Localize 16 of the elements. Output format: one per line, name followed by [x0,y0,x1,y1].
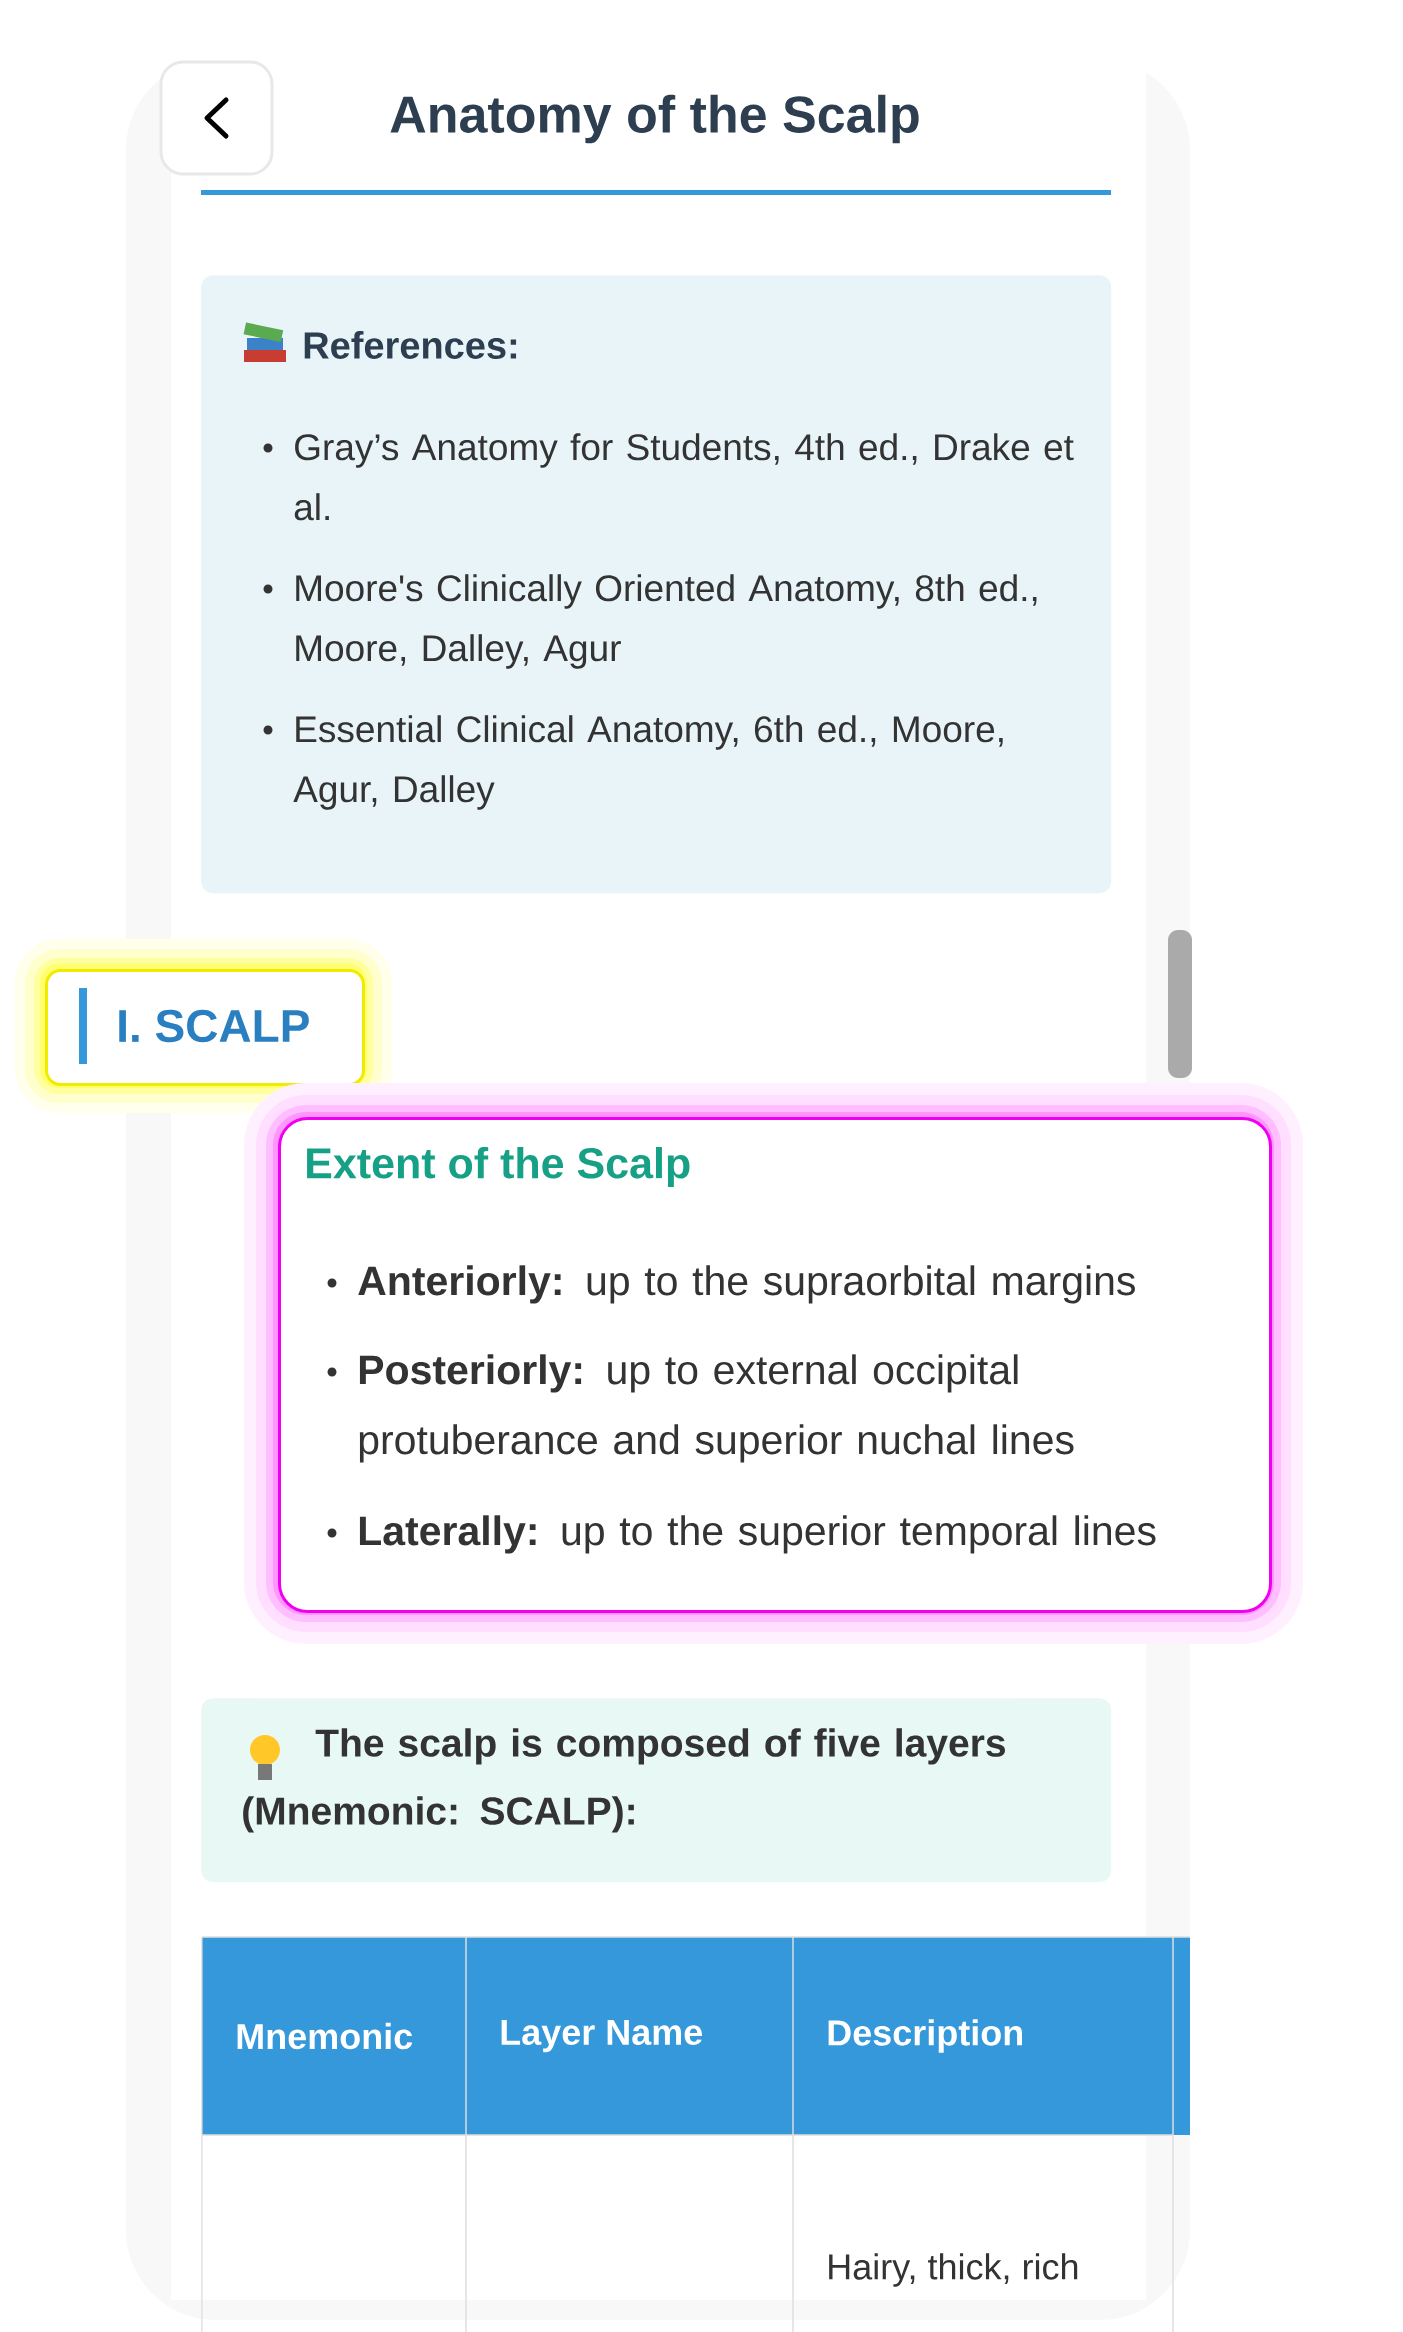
list-item: Essential Clinical Anatomy, 6th ed., Moore, Agur, Dalley [263,715,1003,810]
list-item: Posteriorly: up to external occipital protuberance and superior nuchal lines [327,1354,1074,1463]
tip-box: The scalp is composed of five layers (Mnemonic: SCALP): [201,1698,1112,1883]
extent-card [244,1083,1303,1644]
page-title: Anatomy of the Scalp [390,94,919,144]
list-item: Gray’s Anatomy for Students, 4th ed., Drake et al. [263,433,1074,521]
list-item: Anteriorly: up to the supraorbital margins [327,1265,1135,1304]
reference-box [201,275,1112,894]
header-cell: Mnemonic [202,1937,466,2136]
list-item: Laterally: up to the superior temporal lines [327,1515,1156,1554]
list-item: Moore's Clinically Oriented Anatomy, 8th ed., Moore, Dalley, Agur [263,574,1037,669]
header-cell: Layer Name [466,1937,793,2136]
section-label: I. SCALP [15,939,392,1113]
card-heading: Extent of the Scalp [307,1146,690,1188]
table-cell-text: Hairy, thick, rich [829,2253,1078,2287]
section-heading: References: [304,331,517,359]
